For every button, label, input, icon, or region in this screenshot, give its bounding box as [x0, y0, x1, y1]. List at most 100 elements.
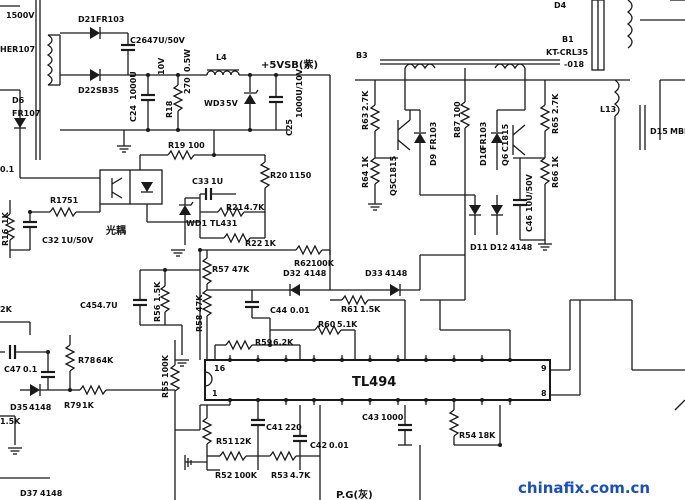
- label-l13: L13: [600, 105, 616, 114]
- label-r61-value: 1.5K: [360, 305, 381, 314]
- d12-diode-symbol: [491, 205, 503, 215]
- tl431-symbol: [179, 205, 191, 215]
- label-d33: D33: [365, 269, 383, 278]
- label-r62: R62: [294, 259, 311, 268]
- label-c47: C47: [4, 365, 21, 374]
- label-r57-value: 47K: [232, 265, 250, 274]
- label-c25: C25: [285, 119, 294, 136]
- label-c43: C43: [362, 413, 379, 422]
- label-c24-value: 1000U: [129, 71, 138, 100]
- label-c45-value: 4.7U: [97, 301, 118, 310]
- label-b1: B1: [562, 35, 574, 44]
- label-r16-value: 1K: [1, 211, 10, 224]
- label-r54: R54: [459, 431, 477, 440]
- label-r17: R17: [50, 196, 67, 205]
- label-d12: D12: [490, 243, 508, 252]
- label-c33-value: 1U: [211, 177, 223, 186]
- optocoupler-box: [99, 169, 163, 205]
- tl494-chip: TL494 16 1 9 8: [204, 280, 632, 405]
- label-r19: R19: [168, 141, 186, 150]
- label-r21: R21: [226, 203, 244, 212]
- label-c32: C32: [42, 236, 59, 245]
- label-r65-value: 2.7K: [551, 93, 560, 114]
- label-r58: R58: [195, 314, 204, 332]
- label-0-1: 0.1: [0, 165, 15, 174]
- label-r17-value: 51: [67, 196, 79, 205]
- label-tl431: TL431: [210, 219, 238, 228]
- label-1-5k: 1.5K: [0, 417, 21, 426]
- label-d6-value: FR107: [12, 109, 40, 118]
- label-d21-value: FR103: [96, 15, 124, 24]
- label-wd3: WD3: [204, 99, 225, 108]
- label-r63: R63: [361, 113, 370, 130]
- label-d22: D22: [78, 86, 96, 95]
- label-wd1: WD1: [186, 219, 207, 228]
- label-r59: R59: [255, 338, 273, 347]
- label-c41: C41: [266, 423, 283, 432]
- label-c46-value: 10U/50V: [525, 173, 534, 212]
- label-c33: C33: [192, 177, 209, 186]
- label-r53-value: 4.7K: [290, 471, 311, 480]
- label-r62-value: 100K: [311, 259, 335, 268]
- label-r52-value: 100K: [234, 471, 258, 480]
- d10-diode-symbol: [491, 133, 503, 143]
- label-d6: D6: [12, 96, 25, 105]
- left-edge-section: D6 FR107 0.1: [0, 89, 100, 179]
- label-r16: R16: [1, 228, 10, 246]
- label-r21-value: 4.7K: [244, 203, 265, 212]
- label-d9: D9: [429, 153, 438, 166]
- label-r56-value: 1.5K: [153, 281, 162, 302]
- opto-led-symbol: [141, 182, 153, 192]
- watermark-text: chinafix.com.cn: [518, 479, 650, 497]
- label-r18-watt: 0.5W: [183, 49, 192, 72]
- label-l4: L4: [216, 53, 227, 62]
- label-b3: B3: [356, 51, 368, 60]
- label-d32: D32: [283, 269, 301, 278]
- label-d32-value: 4148: [304, 269, 327, 278]
- pin-8-label: 8: [541, 389, 547, 398]
- label-c41-value: 220: [285, 423, 302, 432]
- label-r56: R56: [153, 304, 162, 322]
- d6-diode-symbol: [14, 118, 26, 128]
- standby-supply-section: 1500V HER107 D21 FR103 C26 47U/50V D22 S…: [0, 0, 331, 255]
- label-top-left-voltage: 1500V: [6, 11, 35, 20]
- label-optocoupler: 光耦: [105, 224, 126, 237]
- label-c32-value: 1U/50V: [61, 236, 94, 245]
- label-c26-value: 47U/50V: [147, 36, 186, 45]
- label-r19-value: 100: [188, 141, 205, 150]
- d21-diode-symbol: [90, 27, 100, 39]
- label-q5-value: C1815: [389, 155, 398, 184]
- label-r18: R18: [165, 100, 174, 118]
- label-d35: D35: [10, 403, 28, 412]
- main-transformer-section: D4 B1 KT-CRL35 -018 L13 D15 MBR: [546, 0, 685, 411]
- label-d15: D15: [650, 127, 668, 136]
- label-r64-value: 1K: [361, 155, 370, 168]
- label-d33-value: 4148: [385, 269, 408, 278]
- feedback-section: R19 100 C33 1U R20 1150 R17 51 R21 4.7K …: [1, 130, 312, 258]
- label-r53: R53: [271, 471, 288, 480]
- label-r58-value: 47K: [195, 294, 204, 312]
- left-bottom-section: 2K C47 0.1 R78 64K D35 4148 R79 1K 1.5K …: [0, 305, 175, 498]
- d32-diode-symbol: [290, 284, 300, 296]
- label-d11: D11: [470, 243, 488, 252]
- label-r20: R20: [270, 171, 288, 180]
- label-pg: P.G(灰): [336, 488, 373, 500]
- label-c45: C45: [80, 301, 97, 310]
- label-d10: D10: [479, 148, 488, 166]
- label-c43-value: 1000: [381, 413, 404, 422]
- label-r51: R51: [216, 437, 234, 446]
- label-r66: R66: [551, 170, 560, 188]
- label-r57: R57: [212, 265, 229, 274]
- label-r63-value: 2.7K: [361, 90, 370, 111]
- label-c42: C42: [310, 441, 327, 450]
- d22-diode-symbol: [90, 69, 100, 81]
- label-d21: D21: [78, 15, 96, 24]
- d35-diode-symbol: [30, 384, 40, 396]
- label-ktcrl-2: -018: [564, 60, 584, 69]
- label-mbr: MBR: [670, 127, 685, 136]
- driver-transformer-section: B3: [355, 51, 560, 280]
- label-q6: Q6: [501, 153, 510, 166]
- label-r64: R64: [361, 170, 370, 188]
- label-c24-voltage: 10V: [157, 57, 166, 75]
